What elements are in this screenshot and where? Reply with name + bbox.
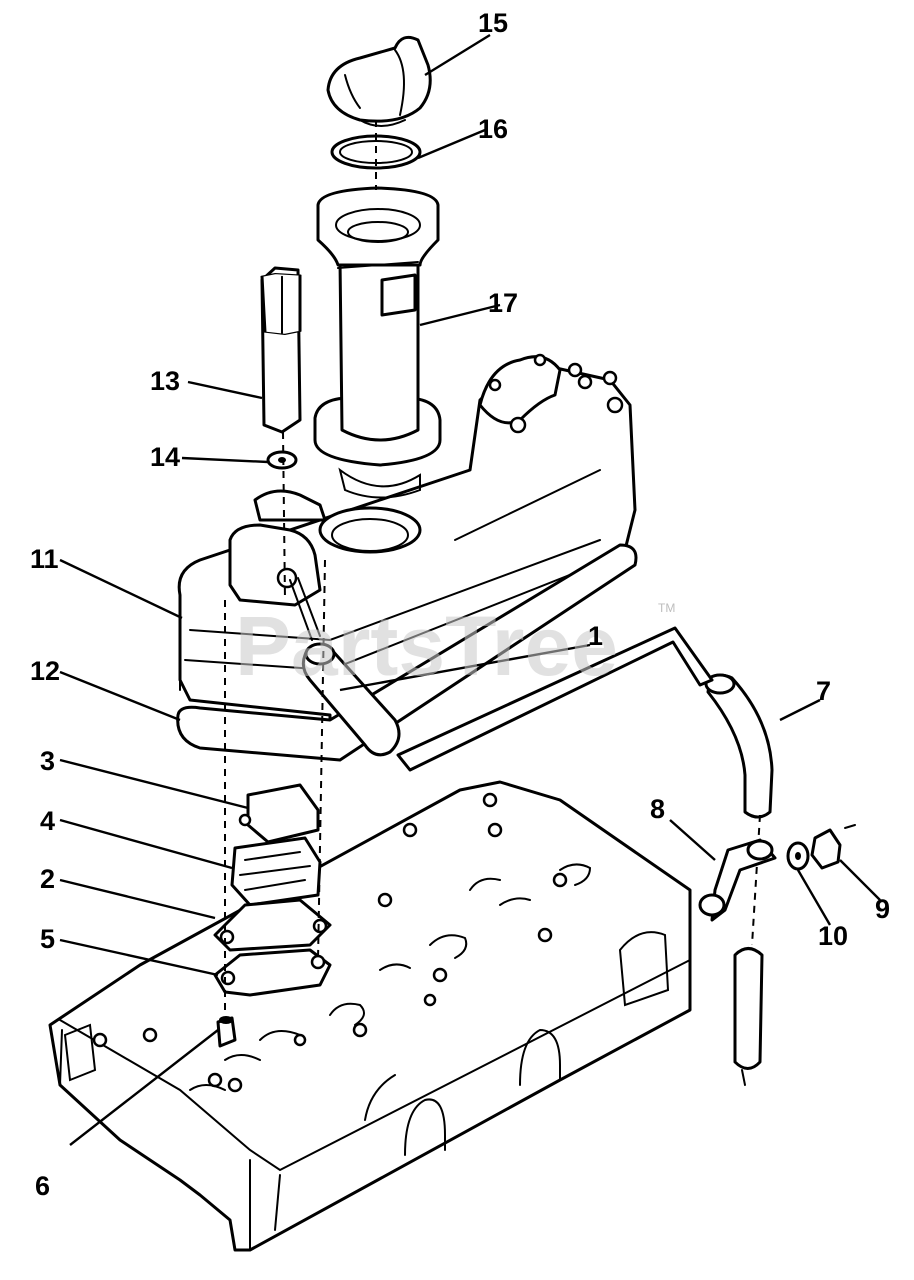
breather-hose-upper — [704, 673, 774, 819]
callout-15: 15 — [478, 8, 508, 38]
callout-8: 8 — [650, 794, 665, 824]
callout-13: 13 — [150, 366, 180, 396]
plain-washer — [786, 841, 810, 871]
breather-baffle-cover — [238, 783, 320, 844]
callout-10: 10 — [818, 921, 848, 951]
valve-cover — [177, 353, 637, 742]
callout-4: 4 — [40, 806, 55, 836]
callout-1: 1 — [588, 621, 603, 651]
watermark: PartsTree — [235, 599, 618, 693]
breather-filter-element — [230, 836, 322, 907]
breather-hose — [289, 577, 401, 757]
callout-16: 16 — [478, 114, 508, 144]
callout-9: 9 — [875, 894, 890, 924]
sealing-washer — [266, 450, 298, 470]
oil-filler-neck — [313, 186, 442, 499]
cap-nut — [260, 266, 302, 434]
leader-lines — [59, 33, 881, 1146]
assembly-axis-hose — [751, 814, 761, 946]
callout-11: 11 — [30, 544, 59, 574]
callout-17: 17 — [488, 288, 518, 318]
valve-cover-gasket — [176, 543, 638, 762]
callout-14: 14 — [150, 442, 180, 472]
hose-bracket — [698, 838, 777, 922]
oil-filler-cap — [326, 35, 432, 127]
callout-2: 2 — [40, 864, 55, 894]
stud-bolt — [216, 1016, 237, 1048]
watermark-trademark: TM — [658, 601, 675, 615]
callout-7: 7 — [816, 676, 831, 706]
breather-tube-lower — [733, 947, 764, 1086]
callout-6: 6 — [35, 1171, 50, 1201]
assembly-axis-nut — [282, 431, 286, 601]
breather-gasket — [213, 948, 332, 997]
callout-5: 5 — [40, 924, 55, 954]
assembly-axis-right — [317, 559, 326, 961]
callout-12: 12 — [30, 656, 60, 686]
hex-nut — [810, 824, 856, 870]
cylinder-head — [48, 780, 692, 1252]
callout-3: 3 — [40, 746, 55, 776]
